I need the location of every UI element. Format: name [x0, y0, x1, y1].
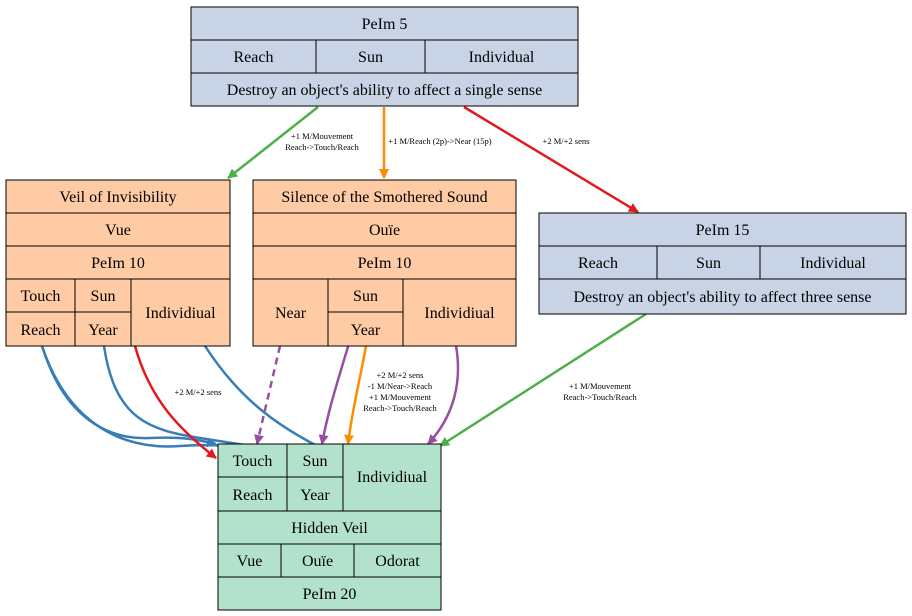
hidden-range-a-cell	[217, 443, 288, 478]
veil-target: Individiual	[145, 305, 216, 322]
hidden-duration-b: Year	[300, 487, 330, 504]
node-veil-of-invisibility: Veil of Invisibility Vue PeIm 10 Touch R…	[5, 179, 231, 347]
pelm5-range-cell	[190, 39, 317, 74]
silence-sense-cell	[252, 212, 517, 247]
pelm15-duration: Sun	[696, 255, 721, 272]
hidden-sense-3: Odorat	[375, 553, 420, 570]
silence-duration-a: Sun	[353, 288, 378, 305]
veil-duration-a: Sun	[91, 288, 116, 305]
veil-sense-cell	[5, 212, 231, 247]
edge-label-pelm15-hidden-2: Reach->Touch/Reach	[563, 392, 637, 402]
edge-silence-target-to-hidden	[427, 345, 460, 445]
silence-target-cell	[402, 278, 517, 347]
pelm5-description-cell	[190, 72, 579, 107]
pelm15-target-cell	[759, 245, 907, 280]
pelm15-target: Individual	[800, 255, 866, 272]
edge-label-silence-hidden-4: Reach->Touch/Reach	[363, 403, 437, 413]
hidden-title: Hidden Veil	[291, 520, 368, 537]
silence-sense: Ouïe	[369, 222, 400, 239]
edge-veil-to-hidden-red	[133, 345, 217, 459]
pelm5-title: PeIm 5	[362, 16, 408, 33]
veil-range-b-cell	[5, 311, 76, 347]
node-pelm5: PeIm 5 Reach Sun Individual Destroy an o…	[190, 6, 579, 107]
veil-title-cell	[5, 179, 231, 214]
silence-target: Individiual	[424, 305, 495, 322]
veil-range-a-cell	[5, 278, 76, 313]
veil-range-b: Reach	[21, 322, 61, 339]
veil-duration-b-cell	[74, 311, 132, 347]
silence-range-cell	[252, 278, 329, 347]
hidden-range-a: Touch	[233, 453, 273, 470]
hidden-title-cell	[217, 510, 442, 545]
node-pelm15: PeIm 15 Reach Sun Individual Destroy an …	[538, 212, 907, 315]
veil-level-cell	[5, 245, 231, 280]
edge-label-pelm5-veil-2: Reach->Touch/Reach	[285, 142, 359, 152]
silence-duration-b-cell	[327, 311, 404, 347]
edge-pelm5-to-pelm15	[463, 105, 639, 214]
pelm15-title-cell	[538, 212, 907, 247]
edge-silence-near-to-hidden	[254, 345, 282, 445]
pelm15-title: PeIm 15	[696, 222, 750, 239]
hidden-range-b: Reach	[233, 487, 273, 504]
edges	[40, 105, 647, 460]
pelm5-title-cell	[190, 6, 579, 41]
edge-label-silence-hidden-1: +2 M/+2 sens	[377, 370, 424, 380]
pelm15-duration-cell	[656, 245, 761, 280]
veil-duration-b: Year	[88, 322, 118, 339]
hidden-level-cell	[217, 576, 442, 611]
veil-range-a: Touch	[21, 288, 61, 305]
node-silence-of-the-smothered-sound: Silence of the Smothered Sound Ouïe PeIm…	[252, 179, 517, 347]
edge-pelm5-to-veil	[227, 106, 319, 179]
silence-range: Near	[275, 305, 307, 322]
hidden-duration-a: Sun	[303, 453, 328, 470]
veil-level: PeIm 10	[91, 255, 145, 272]
pelm5-range: Reach	[234, 49, 274, 66]
veil-title: Veil of Invisibility	[59, 189, 176, 206]
pelm5-target: Individual	[469, 49, 535, 66]
edge-labels: +1 M/Mouvement Reach->Touch/Reach +1 M/R…	[175, 131, 638, 413]
edge-pelm15-to-hidden	[439, 312, 647, 448]
hidden-sense-1-cell	[217, 543, 282, 578]
veil-target-cell	[130, 278, 231, 347]
hidden-sense-2: Ouïe	[302, 553, 333, 570]
silence-level-cell	[252, 245, 517, 280]
pelm5-description: Destroy an object's ability to affect a …	[227, 82, 542, 99]
pelm5-duration-cell	[315, 39, 426, 74]
edge-label-silence-hidden-3: +1 M/Mouvement	[369, 392, 432, 402]
pelm15-description: Destroy an object's ability to affect th…	[573, 289, 871, 306]
edge-label-pelm5-pelm15: +2 M/+2 sens	[543, 136, 590, 146]
edge-silence-to-hidden-orange	[344, 345, 368, 445]
hidden-level: PeIm 20	[303, 586, 357, 603]
silence-duration-b: Year	[351, 322, 381, 339]
edge-label-pelm5-silence: +1 M/Reach (2p)->Near (15p)	[388, 136, 491, 146]
pelm15-description-cell	[538, 278, 907, 315]
hidden-sense-1: Vue	[237, 553, 263, 570]
veil-sense: Vue	[105, 222, 131, 239]
edge-label-pelm15-hidden-1: +1 M/Mouvement	[569, 381, 632, 391]
hidden-target: Individiual	[357, 469, 428, 486]
edge-label-silence-hidden-2: -1 M/Near->Reach	[368, 381, 433, 391]
silence-title: Silence of the Smothered Sound	[281, 189, 487, 206]
hidden-sense-3-cell	[353, 543, 442, 578]
edge-label-veil-hidden: +2 M/+2 sens	[175, 387, 222, 397]
silence-level: PeIm 10	[358, 255, 412, 272]
node-hidden-veil: Touch Reach Sun Year Individiual Hidden …	[217, 443, 442, 611]
edge-label-pelm5-veil-1: +1 M/Mouvement	[291, 131, 354, 141]
pelm5-duration: Sun	[358, 49, 383, 66]
pelm15-range: Reach	[578, 255, 618, 272]
